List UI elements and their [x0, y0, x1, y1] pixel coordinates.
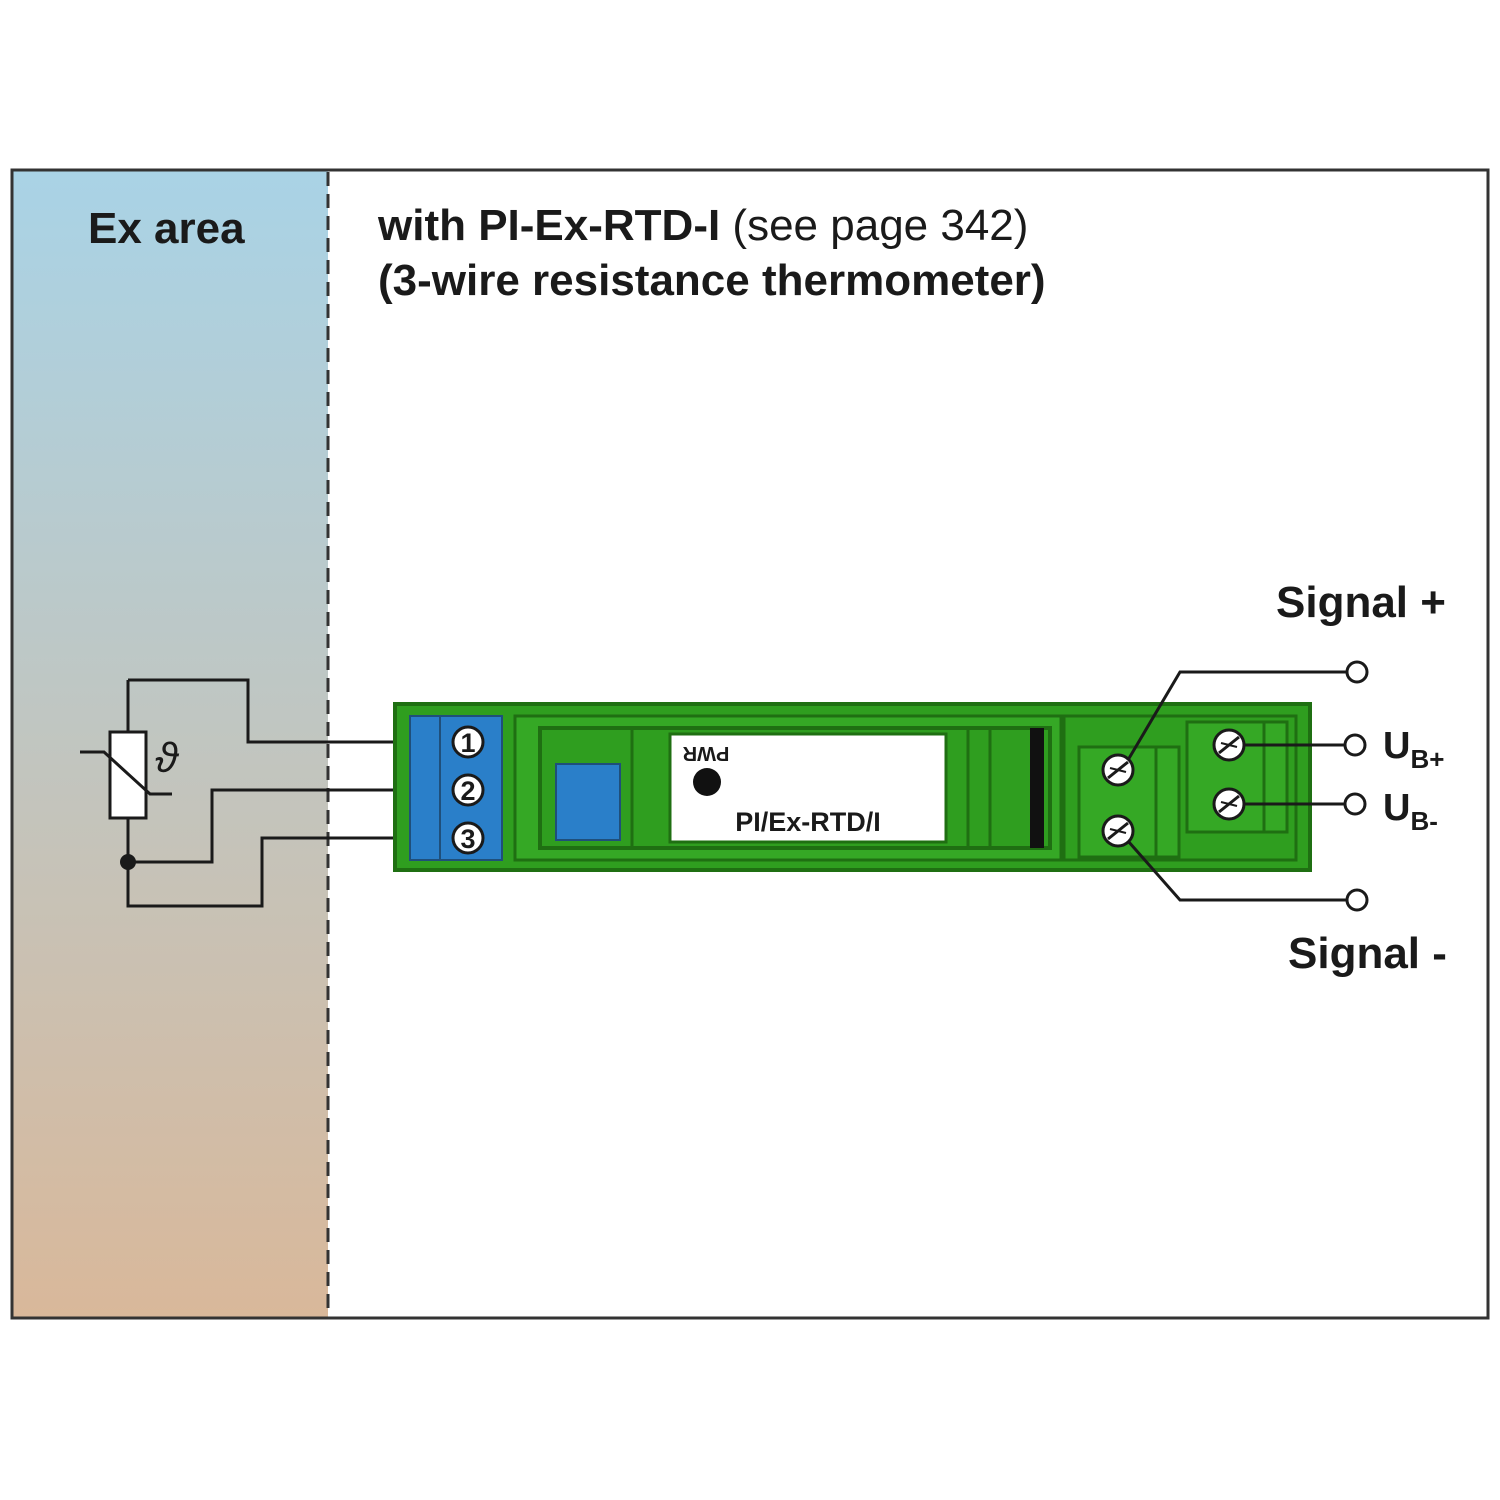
blue-switch: [555, 763, 621, 841]
screw-icon: [1212, 787, 1246, 821]
ub-minus-terminal: [1343, 792, 1367, 816]
module-dark-strip: [1030, 728, 1044, 848]
ub-minus-main: U: [1383, 787, 1410, 829]
ub-minus-label: UB-: [1383, 787, 1438, 836]
module-name: PI/Ex-RTD/I: [735, 807, 881, 837]
ub-plus-main: U: [1383, 725, 1410, 767]
ex-area-zone: [12, 170, 328, 1318]
terminal-3: 3: [451, 821, 485, 855]
signal-minus-label: Signal -: [1288, 929, 1447, 978]
signal-minus-terminal: [1345, 888, 1369, 912]
wire-signal-minus: [1126, 840, 1347, 902]
terminal-label: 3: [460, 824, 475, 854]
pwr-led-icon: [693, 768, 721, 796]
rtd-variable-slash: [80, 750, 172, 796]
wire-terminal-3: [126, 818, 438, 908]
screw-icon: [1101, 814, 1135, 848]
diagram-frame: [10, 168, 1490, 1320]
signal-plus-terminal: [1345, 660, 1369, 684]
ub-minus-sub: B-: [1410, 806, 1437, 836]
ub-plus-terminal: [1343, 733, 1367, 757]
page-title: with PI-Ex-RTD-I (see page 342): [377, 201, 1028, 250]
ub-plus-label: UB+: [1383, 725, 1444, 774]
terminal-label: 1: [460, 728, 475, 758]
screw-icon: [1212, 728, 1246, 762]
wire-terminal-1: [128, 678, 438, 744]
ex-area-label: Ex area: [88, 204, 245, 253]
terminal-label: 2: [460, 776, 475, 806]
pwr-label: PWR: [682, 742, 729, 764]
rtd-sensor: [108, 730, 148, 820]
page-subtitle: (3-wire resistance thermometer): [378, 256, 1046, 305]
wire-terminal-2: [128, 788, 438, 864]
ub-plus-sub: B+: [1410, 744, 1444, 774]
terminal-1: 1: [451, 725, 485, 759]
wire-signal-plus: [1126, 670, 1347, 761]
screw-icon: [1101, 753, 1135, 787]
terminal-2: 2: [451, 773, 485, 807]
title-product: with PI-Ex-RTD-I: [377, 201, 720, 250]
temperature-symbol: ϑ: [155, 734, 180, 781]
title-page-ref: (see page 342): [720, 201, 1028, 250]
signal-plus-label: Signal +: [1276, 578, 1446, 627]
junction-dot: [120, 854, 136, 870]
